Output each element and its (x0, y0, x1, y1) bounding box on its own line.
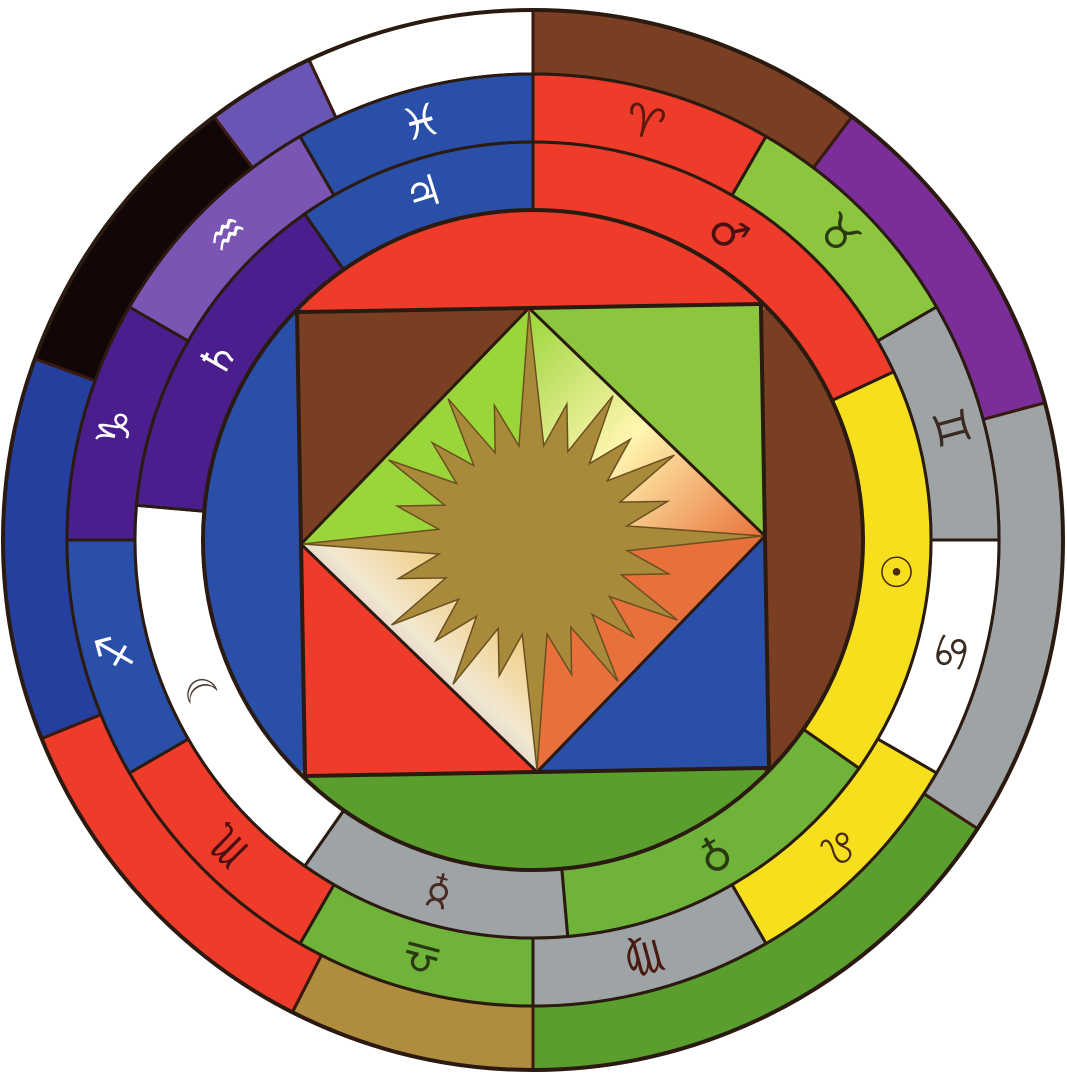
center-emblem (203, 210, 863, 870)
sun-icon: ☉ (870, 551, 922, 593)
